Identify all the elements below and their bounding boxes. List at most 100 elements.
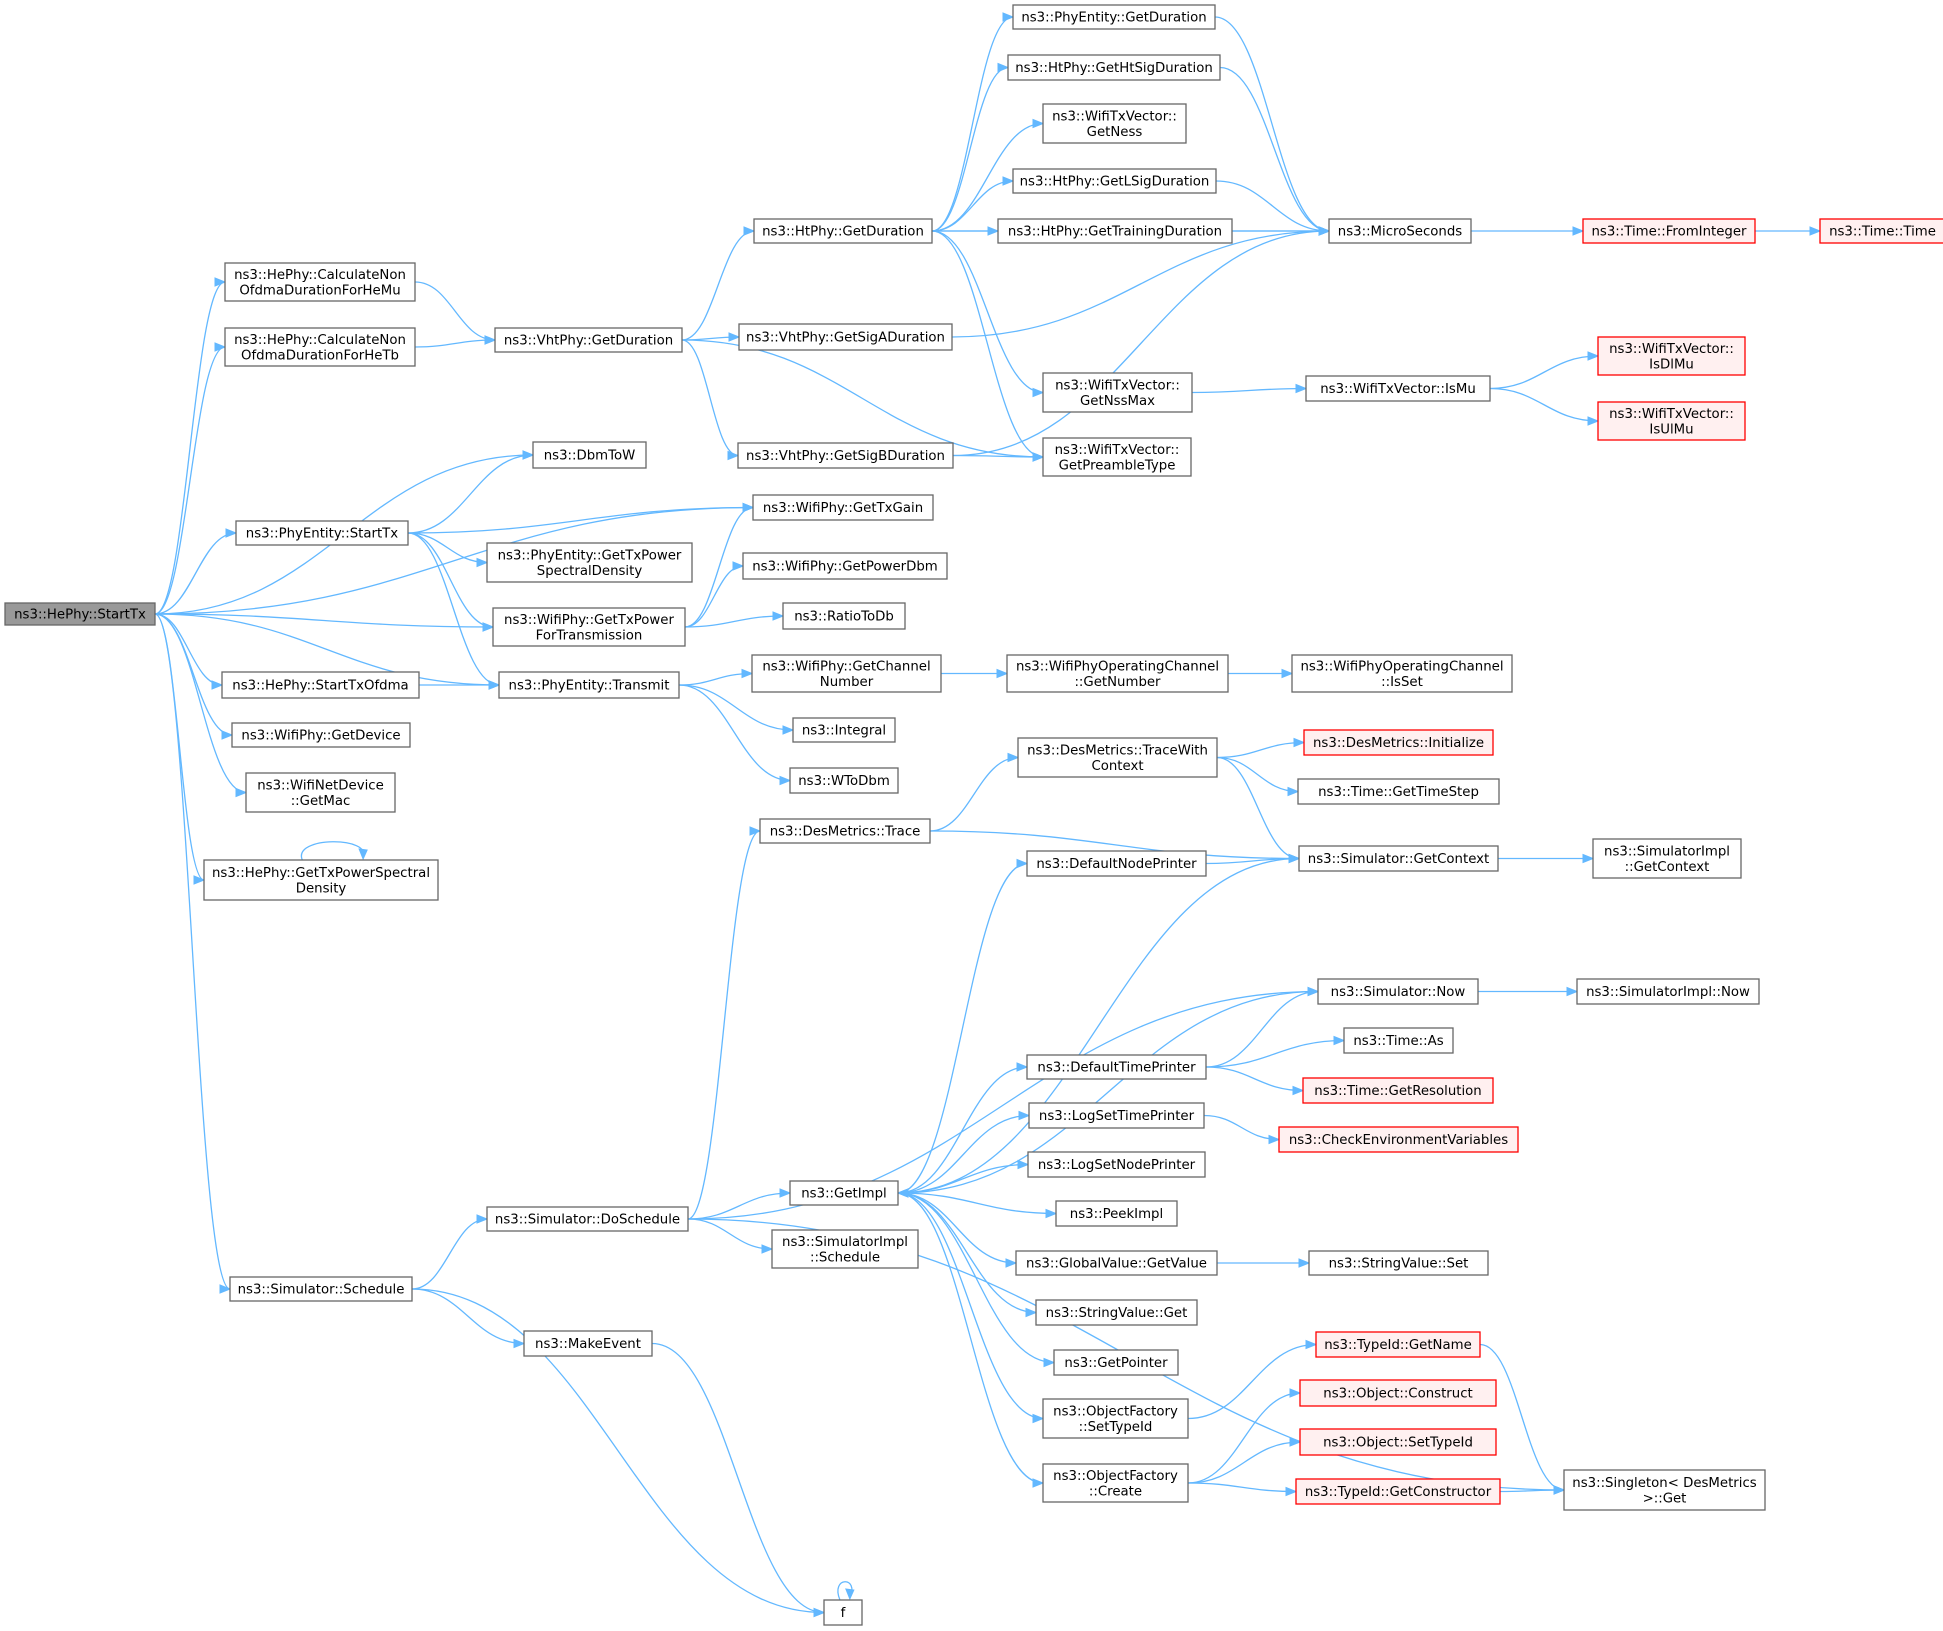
graph-node-ht-get-lsig-duration[interactable]: ns3::HtPhy::GetLSigDuration — [1012, 168, 1217, 194]
graph-node-integral[interactable]: ns3::Integral — [792, 717, 896, 743]
node-box — [1328, 218, 1472, 244]
node-label: ns3::StringValue::Set — [1329, 1257, 1469, 1272]
graph-node-sim-do-schedule[interactable]: ns3::Simulator::DoSchedule — [486, 1206, 689, 1232]
graph-node-transmit[interactable]: ns3::PhyEntity::Transmit — [498, 671, 680, 699]
edge-ht-get-duration-to-ht-get-lsig-duration-arrowhead — [1002, 176, 1015, 186]
graph-node-get-power-dbm[interactable]: ns3::WifiPhy::GetPowerDbm — [742, 552, 948, 580]
graph-node-sim-get-context[interactable]: ns3::Simulator::GetContext — [1298, 845, 1499, 872]
graph-node-singleton-get[interactable]: ns3::Singleton< DesMetrics>::Get — [1563, 1469, 1766, 1511]
node-label: ns3::GetImpl — [801, 1187, 886, 1202]
graph-node-object-construct[interactable]: ns3::Object::Construct — [1299, 1379, 1497, 1407]
edge-ht-get-duration-to-ht-get-ht-sig-duration — [931, 66, 1009, 232]
graph-node-des-trace[interactable]: ns3::DesMetrics::Trace — [759, 818, 931, 844]
graph-node-type-id-get-name[interactable]: ns3::TypeId::GetName — [1315, 1331, 1481, 1358]
graph-node-phy-entity-get-duration[interactable]: ns3::PhyEntity::GetDuration — [1012, 4, 1216, 30]
graph-node-get-device[interactable]: ns3::WifiPhy::GetDevice — [231, 722, 411, 748]
graph-node-ht-get-training-duration[interactable]: ns3::HtPhy::GetTrainingDuration — [997, 218, 1233, 244]
graph-node-sim-impl-now[interactable]: ns3::SimulatorImpl::Now — [1576, 978, 1760, 1005]
node-label: ns3::DesMetrics::Trace — [770, 825, 921, 840]
graph-node-get-impl[interactable]: ns3::GetImpl — [789, 1180, 899, 1206]
graph-node-op-chan-is-set[interactable]: ns3::WifiPhyOperatingChannel::IsSet — [1291, 654, 1513, 693]
edge-vht-get-duration-to-vht-get-sig-b — [681, 339, 739, 457]
node-label: ns3::Simulator::GetContext — [1308, 852, 1489, 867]
graph-node-get-pointer[interactable]: ns3::GetPointer — [1053, 1349, 1179, 1376]
node-label: ns3::Time::Time — [1829, 225, 1936, 240]
graph-node-vht-get-sig-b[interactable]: ns3::VhtPhy::GetSigBDuration — [737, 442, 954, 469]
graph-node-vht-get-duration[interactable]: ns3::VhtPhy::GetDuration — [494, 327, 683, 353]
graph-node-micro-seconds[interactable]: ns3::MicroSeconds — [1328, 218, 1472, 244]
graph-node-ratio-to-db[interactable]: ns3::RatioToDb — [782, 602, 906, 630]
node-box — [823, 1599, 863, 1626]
graph-node-get-preamble-type[interactable]: ns3::WifiTxVector::GetPreambleType — [1042, 437, 1192, 477]
graph-node-time-time[interactable]: ns3::Time::Time — [1819, 218, 1943, 244]
graph-node-time-get-time-step[interactable]: ns3::Time::GetTimeStep — [1297, 778, 1500, 805]
graph-node-ofcreate[interactable]: ns3::ObjectFactory::Create — [1042, 1463, 1189, 1503]
graph-node-time-from-integer[interactable]: ns3::Time::FromInteger — [1582, 218, 1756, 244]
edge-des-trace-with-context-to-des-initialize-arrowhead — [1293, 737, 1306, 748]
graph-node-des-initialize[interactable]: ns3::DesMetrics::Initialize — [1303, 729, 1494, 756]
edge-ht-get-duration-to-phy-entity-get-duration — [931, 16, 1014, 232]
edge-start-tx-to-start-tx-ofdma-arrowhead — [211, 680, 224, 690]
graph-node-object-set-type-id[interactable]: ns3::Object::SetTypeId — [1299, 1428, 1497, 1456]
node-box — [1042, 372, 1193, 413]
graph-node-op-chan-get-number[interactable]: ns3::WifiPhyOperatingChannel::GetNumber — [1006, 654, 1229, 693]
graph-node-vht-get-sig-a[interactable]: ns3::VhtPhy::GetSigADuration — [738, 323, 953, 351]
edge-start-tx-to-get-tx-gain — [154, 506, 754, 615]
node-box — [1592, 838, 1742, 879]
node-label: ns3::HePhy::CalculateNon — [234, 268, 406, 283]
graph-node-get-ness[interactable]: ns3::WifiTxVector::GetNess — [1042, 103, 1187, 144]
graph-node-log-set-time-printer[interactable]: ns3::LogSetTimePrinter — [1028, 1102, 1205, 1129]
edge-ht-get-duration-to-phy-entity-get-duration-arrowhead — [1002, 12, 1015, 22]
graph-node-get-nss-max[interactable]: ns3::WifiTxVector::GetNssMax — [1042, 372, 1193, 413]
graph-node-dbm-to-w[interactable]: ns3::DbmToW — [532, 441, 647, 469]
node-label: ns3::DesMetrics::TraceWith — [1027, 743, 1208, 758]
graph-node-sim-impl-get-context[interactable]: ns3::SimulatorImpl::GetContext — [1592, 838, 1742, 879]
node-label: ns3::Object::SetTypeId — [1323, 1436, 1473, 1451]
graph-node-is-ul-mu[interactable]: ns3::WifiTxVector::IsUlMu — [1597, 401, 1746, 441]
graph-node-phy-entity-start-tx[interactable]: ns3::PhyEntity::StartTx — [235, 520, 409, 546]
graph-node-time-get-resolution[interactable]: ns3::Time::GetResolution — [1302, 1077, 1494, 1104]
graph-node-is-mu[interactable]: ns3::WifiTxVector::IsMu — [1305, 375, 1491, 402]
graph-node-get-tx-gain[interactable]: ns3::WifiPhy::GetTxGain — [752, 494, 934, 521]
graph-node-is-dl-mu[interactable]: ns3::WifiTxVector::IsDlMu — [1597, 336, 1746, 376]
graph-node-sim-schedule[interactable]: ns3::Simulator::Schedule — [229, 1276, 413, 1302]
graph-node-string-value-set[interactable]: ns3::StringValue::Set — [1308, 1250, 1489, 1276]
graph-node-global-value-get-value[interactable]: ns3::GlobalValue::GetValue — [1015, 1250, 1218, 1276]
graph-node-ht-get-ht-sig-duration[interactable]: ns3::HtPhy::GetHtSigDuration — [1007, 54, 1221, 81]
node-label: >::Get — [1643, 1491, 1687, 1506]
graph-node-calc-he-mu[interactable]: ns3::HePhy::CalculateNonOfdmaDurationFor… — [224, 262, 416, 302]
graph-node-f[interactable]: f — [823, 1599, 863, 1626]
graph-node-start-tx-ofdma[interactable]: ns3::HePhy::StartTxOfdma — [221, 671, 420, 699]
graph-node-sim-now[interactable]: ns3::Simulator::Now — [1317, 978, 1479, 1005]
node-box — [231, 722, 411, 748]
graph-node-peek-impl[interactable]: ns3::PeekImpl — [1055, 1200, 1178, 1227]
node-box — [1582, 218, 1756, 244]
graph-node-type-id-get-constructor[interactable]: ns3::TypeId::GetConstructor — [1295, 1478, 1501, 1505]
edge-vht-get-duration-to-ht-get-duration-arrowhead — [743, 226, 756, 236]
graph-node-wto-dbm[interactable]: ns3::WToDbm — [789, 767, 899, 794]
edge-op-chan-get-number-to-op-chan-is-set-arrowhead — [1281, 668, 1294, 679]
graph-node-default-time-printer[interactable]: ns3::DefaultTimePrinter — [1026, 1054, 1207, 1080]
graph-node-sim-impl-schedule[interactable]: ns3::SimulatorImpl::Schedule — [771, 1229, 919, 1269]
edge-start-tx-to-he-get-tx-psd-arrowhead — [193, 875, 206, 885]
graph-node-get-mac[interactable]: ns3::WifiNetDevice::GetMac — [245, 772, 396, 813]
graph-node-time-as[interactable]: ns3::Time::As — [1343, 1027, 1454, 1054]
edge-sim-do-schedule-to-sim-impl-schedule — [687, 1218, 773, 1250]
graph-node-string-value-get[interactable]: ns3::StringValue::Get — [1035, 1299, 1198, 1326]
graph-node-start-tx[interactable]: ns3::HePhy::StartTx — [4, 602, 156, 626]
graph-node-peget-tx-psd[interactable]: ns3::PhyEntity::GetTxPowerSpectralDensit… — [486, 542, 693, 583]
graph-node-log-set-node-printer[interactable]: ns3::LogSetNodePrinter — [1027, 1151, 1206, 1178]
graph-node-check-env-vars[interactable]: ns3::CheckEnvironmentVariables — [1278, 1126, 1519, 1153]
graph-node-ofset-type-id[interactable]: ns3::ObjectFactory::SetTypeId — [1042, 1398, 1189, 1439]
edge-sim-schedule-to-sim-do-schedule — [411, 1218, 488, 1290]
graph-node-make-event[interactable]: ns3::MakeEvent — [523, 1330, 653, 1357]
graph-node-default-node-printer[interactable]: ns3::DefaultNodePrinter — [1026, 850, 1207, 877]
graph-node-ht-get-duration[interactable]: ns3::HtPhy::GetDuration — [753, 218, 933, 244]
graph-node-calc-he-tb[interactable]: ns3::HePhy::CalculateNonOfdmaDurationFor… — [224, 327, 416, 367]
node-label: ns3::Time::GetTimeStep — [1318, 785, 1479, 800]
edge-calc-he-tb-to-vht-get-duration-arrowhead — [484, 335, 497, 345]
